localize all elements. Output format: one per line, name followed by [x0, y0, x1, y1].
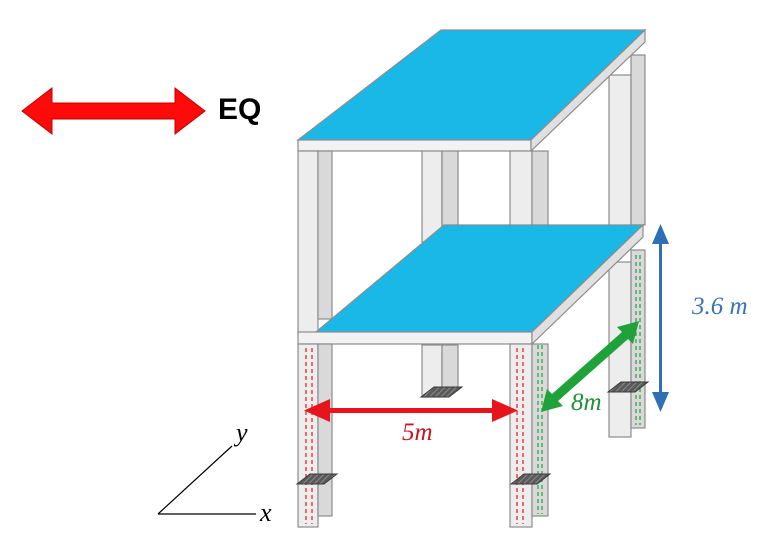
- height-dimension-label: 3.6 m: [692, 293, 748, 320]
- floor-front-edge: [297, 331, 533, 345]
- column-front-right-lower-side: [531, 343, 549, 517]
- axis-x-label: x: [260, 498, 272, 527]
- column-front-left-upper: [297, 150, 319, 335]
- column-back-right-upper: [608, 74, 632, 234]
- axis-y-line: [157, 445, 233, 515]
- depth-dimension-label: 8m: [571, 389, 602, 416]
- column-back-left-upper: [421, 149, 443, 243]
- footing-front-left: [295, 473, 339, 485]
- eq-arrow: [21, 86, 206, 136]
- axes: [157, 445, 256, 515]
- column-back-right-upper-side: [630, 54, 646, 226]
- width-dimension-label: 5m: [402, 419, 433, 446]
- floor-slab: [297, 223, 645, 346]
- floor-side-edge: [531, 223, 644, 346]
- column-back-left-upper-side: [441, 149, 459, 229]
- footing-front-right: [509, 473, 552, 485]
- column-centre-lines: [305, 255, 641, 524]
- axis-y-label: y: [236, 418, 248, 447]
- eq-label: EQ: [218, 93, 262, 126]
- roof-side-edge: [530, 28, 646, 153]
- footing-back-right: [606, 381, 650, 393]
- column-front-left-lower: [297, 343, 319, 528]
- footings: [295, 381, 650, 485]
- column-front-left-lower-side: [317, 343, 333, 517]
- roof-slab: [296, 28, 647, 153]
- depth-arrow: [541, 321, 639, 412]
- column-front-right-lower: [509, 343, 533, 528]
- footing-back-left: [419, 386, 464, 398]
- roof-front-edge: [297, 139, 532, 152]
- height-arrow: [652, 224, 669, 412]
- column-back-left-lower-side: [441, 344, 459, 391]
- width-arrow: [304, 399, 518, 422]
- column-front-left-upper-side: [317, 150, 333, 320]
